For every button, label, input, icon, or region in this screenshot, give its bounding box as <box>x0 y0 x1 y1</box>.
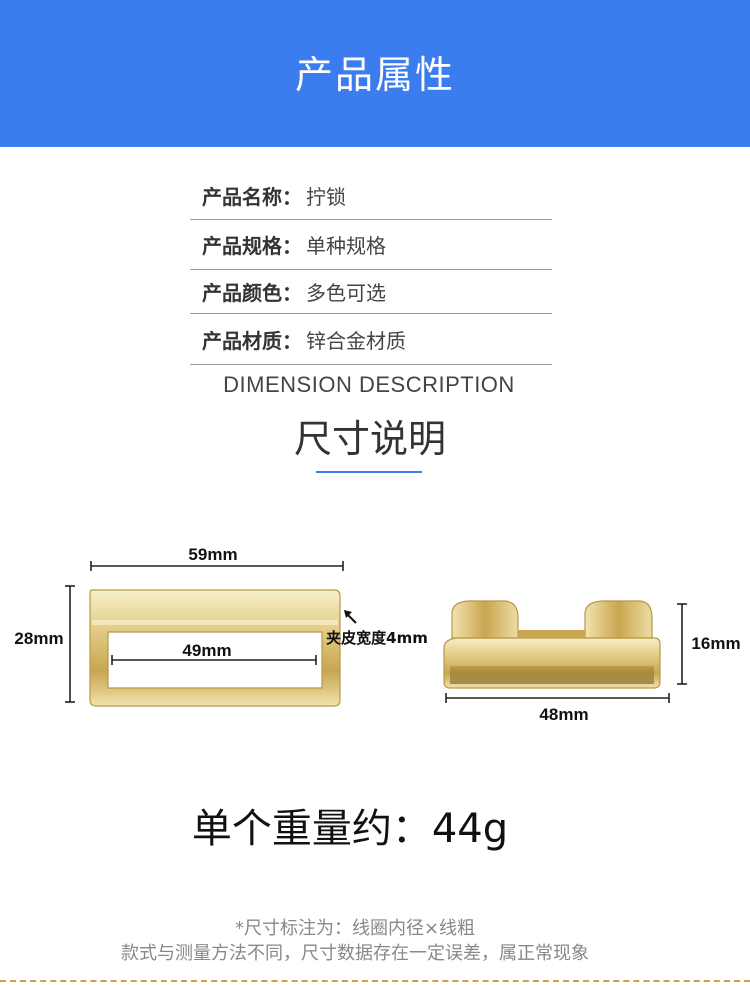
heading-underline <box>316 471 422 473</box>
weight-text: 单个重量约：44g <box>191 806 509 852</box>
attribute-row: 产品规格： 单种规格 <box>190 220 552 270</box>
attribute-key: 产品材质： <box>202 328 302 353</box>
dimension-line-16mm <box>677 603 687 685</box>
page-title: 产品属性 <box>294 53 455 97</box>
header-banner: 产品属性 <box>0 0 750 147</box>
label-strap-width: 夹皮宽度4mm <box>326 629 428 647</box>
label-59mm: 59mm <box>188 545 237 564</box>
dimension-line-49mm <box>111 655 317 665</box>
attribute-table: 产品名称： 拧锁 产品规格： 单种规格 产品颜色： 多色可选 产品材质： 锌合金… <box>190 172 552 365</box>
note-line-2: 款式与测量方法不同，尺寸数据存在一定误差，属正常现象 <box>121 943 589 964</box>
dimension-heading-zh: 尺寸说明 <box>293 417 446 461</box>
dimension-line-59mm <box>90 561 344 571</box>
attribute-row: 产品名称： 拧锁 <box>190 172 552 220</box>
attribute-value: 单种规格 <box>306 234 386 258</box>
label-16mm: 16mm <box>691 634 740 653</box>
dimension-line-48mm <box>445 693 670 703</box>
dashed-divider <box>0 980 750 982</box>
dimension-line-28mm <box>65 585 75 703</box>
label-28mm: 28mm <box>14 629 63 648</box>
attribute-key: 产品颜色： <box>202 281 302 305</box>
dimension-heading-en: DIMENSION DESCRIPTION <box>223 372 515 397</box>
attribute-row: 产品材质： 锌合金材质 <box>190 314 552 365</box>
label-49mm: 49mm <box>182 641 231 660</box>
attribute-row: 产品颜色： 多色可选 <box>190 270 552 314</box>
note-line-1: *尺寸标注为：线圈内径×线粗 <box>234 918 476 939</box>
strap-arrow <box>344 610 357 624</box>
label-48mm: 48mm <box>539 705 588 724</box>
product-dimension-figure: 59mm 28mm 49mm 夹皮宽度4mm 16mm 48mm <box>14 545 740 724</box>
attribute-value: 拧锁 <box>306 185 346 209</box>
attribute-key: 产品规格： <box>202 234 302 258</box>
attribute-value: 多色可选 <box>306 281 386 305</box>
ring-part-image <box>89 589 341 707</box>
attribute-value: 锌合金材质 <box>306 328 406 353</box>
base-part-image <box>443 600 661 689</box>
attribute-key: 产品名称： <box>202 185 302 209</box>
